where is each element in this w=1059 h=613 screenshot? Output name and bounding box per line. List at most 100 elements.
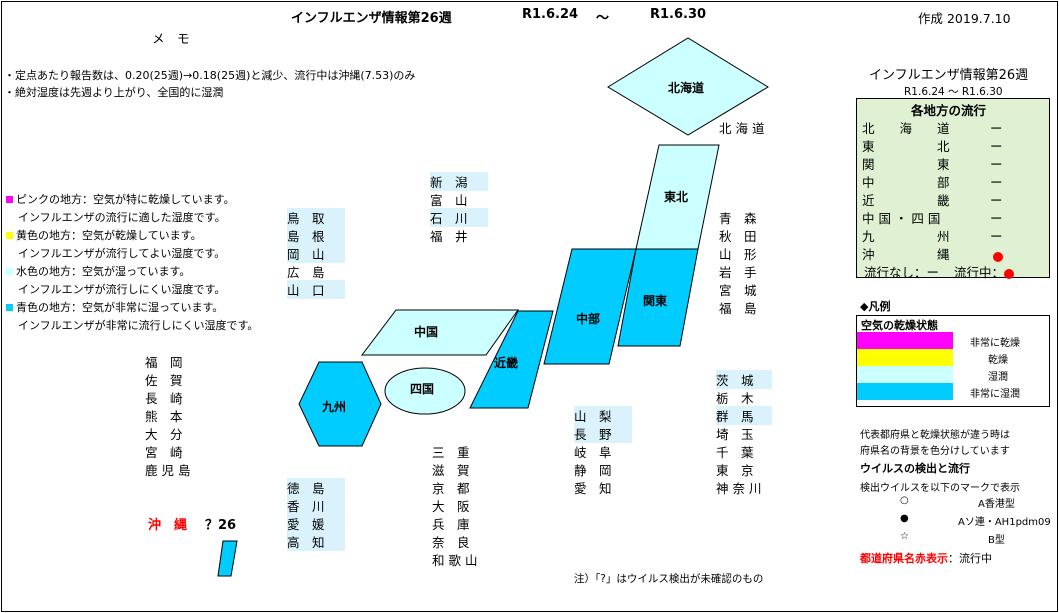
pref-name: 広 島 bbox=[287, 265, 325, 280]
legend-epidemic-label: 流行中： bbox=[954, 265, 1005, 280]
pref-name: 長 野 bbox=[574, 424, 632, 443]
dryness-label: 湿潤 bbox=[988, 372, 1008, 383]
region-status-value: ー bbox=[990, 211, 1003, 226]
legend-title: ◆凡例 bbox=[860, 300, 891, 313]
light-blue-swatch bbox=[6, 268, 13, 275]
blue-swatch bbox=[6, 304, 13, 311]
pref-name: 岩 手 bbox=[719, 265, 757, 280]
region-status-row: 中 国 ・ 四 国 bbox=[862, 211, 941, 226]
pref-name: 秋 田 bbox=[719, 229, 757, 244]
pref-name: 埼 玉 bbox=[716, 427, 754, 442]
okinawa-count: ？26 bbox=[205, 514, 236, 533]
pref-name: 長 崎 bbox=[145, 391, 183, 406]
pref-hokkaido: 北 海 道 bbox=[719, 121, 765, 136]
panel-range: R1.6.24 〜 R1.6.30 bbox=[904, 86, 1003, 98]
virus-note: 検出ウイルスを以下のマークで表示 bbox=[860, 483, 1020, 494]
red-name-legend: 都道府県名赤表示：流行中 bbox=[860, 550, 992, 566]
pref-name: 和 歌 山 bbox=[432, 553, 478, 568]
region-kyushu bbox=[298, 361, 382, 447]
date-from: R1.6.24 bbox=[522, 7, 579, 22]
dryness-legend-box bbox=[856, 315, 1050, 407]
region-shikoku bbox=[384, 367, 466, 415]
legend-text: 黄色の地方：空気が乾燥しています。 bbox=[16, 229, 202, 242]
legend-note: 代表都府県と乾燥状態が違う時は bbox=[860, 430, 1010, 441]
region-status-value: ー bbox=[990, 157, 1003, 172]
region-hokkaido bbox=[607, 37, 769, 136]
memo-line: ・定点あたり報告数は、0.20(25週)→0.18(25週)と減少、流行中は沖縄… bbox=[4, 69, 416, 82]
footnote: 注）「?」はウイルス検出が未確認のもの bbox=[574, 573, 764, 585]
pref-name: 滋 賀 bbox=[432, 463, 470, 478]
virus-mark: ☆ bbox=[900, 531, 909, 542]
pref-name: 青 森 bbox=[719, 211, 757, 226]
pref-name: 愛 媛 bbox=[287, 514, 345, 533]
pref-name: 京 都 bbox=[432, 481, 470, 496]
legend-epidemic: 流行中： bbox=[954, 262, 1015, 281]
region-status-value: ー bbox=[990, 139, 1003, 154]
region-status-row: 東 北 bbox=[862, 139, 950, 154]
pref-name: 大 分 bbox=[145, 427, 183, 442]
dryness-label: 非常に湿潤 bbox=[970, 389, 1020, 400]
pref-name: 石 川 bbox=[430, 208, 488, 227]
region-status-row: 近 畿 bbox=[862, 193, 950, 208]
okinawa-epidemic-dot bbox=[993, 246, 1003, 265]
legend-text: インフルエンザの流行に適した湿度です。 bbox=[18, 211, 226, 224]
dryness-swatch-yellow bbox=[857, 349, 953, 366]
pref-name: 岐 阜 bbox=[574, 445, 612, 460]
pref-name: 山 口 bbox=[287, 280, 345, 299]
pref-name: 茨 城 bbox=[716, 370, 772, 389]
pref-name: 山 梨 bbox=[574, 406, 632, 425]
memo-line: ・絶対湿度は先週より上がり、全国的に湿潤 bbox=[4, 86, 224, 99]
pref-name: 香 川 bbox=[287, 496, 345, 515]
pref-name: 東 京 bbox=[716, 463, 754, 478]
region-status-value: ー bbox=[990, 175, 1003, 190]
region-status-row: 沖 縄 bbox=[862, 247, 950, 262]
dryness-swatch-lightblue bbox=[857, 366, 953, 383]
pref-name: 鳥 取 bbox=[287, 208, 345, 227]
region-label-kyushu: 九州 bbox=[322, 400, 347, 414]
pref-name: 宮 崎 bbox=[145, 445, 183, 460]
legend-text: インフルエンザが非常に流行しにくい湿度です。 bbox=[18, 319, 259, 332]
legend-no-epidemic: 流行なし：ー bbox=[864, 265, 940, 280]
region-kinki bbox=[469, 310, 554, 409]
pref-name: 栃 木 bbox=[716, 391, 754, 406]
dryness-label: 乾燥 bbox=[988, 355, 1008, 366]
virus-title: ウイルスの検出と流行 bbox=[860, 462, 970, 475]
panel-title: インフルエンザ情報第26週 bbox=[869, 68, 1029, 83]
legend-text: 水色の地方：空気が湿っています。 bbox=[16, 265, 191, 278]
dryness-swatch-blue bbox=[857, 383, 953, 400]
region-status-row: 北 海 道 bbox=[862, 121, 950, 136]
pref-name: 熊 本 bbox=[145, 409, 183, 424]
region-chugoku bbox=[360, 309, 519, 356]
region-status-row: 関 東 bbox=[862, 157, 950, 172]
pref-name: 兵 庫 bbox=[432, 517, 470, 532]
region-status-row: 中 部 bbox=[862, 175, 950, 190]
pref-name: 山 形 bbox=[719, 247, 757, 262]
region-label-kanto: 関東 bbox=[643, 294, 668, 308]
memo-title: メ モ bbox=[152, 31, 190, 46]
okinawa-question-count: ？26 bbox=[205, 518, 237, 533]
pref-name: 群 馬 bbox=[716, 406, 772, 425]
region-status-value: ー bbox=[990, 193, 1003, 208]
epidemic-dot bbox=[1004, 268, 1015, 279]
region-label-chubu: 中部 bbox=[576, 312, 601, 326]
yellow-swatch bbox=[6, 232, 13, 239]
virus-mark: ● bbox=[900, 513, 909, 524]
pref-name: 福 岡 bbox=[145, 355, 183, 370]
virus-mark-label: B型 bbox=[988, 535, 1005, 546]
virus-mark-label: Aソ連・AH1pdm09 bbox=[958, 517, 1051, 528]
region-label-tohoku: 東北 bbox=[664, 190, 689, 204]
magenta-swatch bbox=[6, 196, 13, 203]
region-label-chugoku: 中国 bbox=[414, 325, 439, 339]
date-tilde: 〜 bbox=[596, 11, 610, 26]
region-label-shikoku: 四国 bbox=[410, 382, 435, 396]
pref-name: 三 重 bbox=[432, 445, 470, 460]
region-okinawa bbox=[217, 540, 238, 577]
region-status-row: 九 州 bbox=[862, 229, 950, 244]
region-status-title: 各地方の流行 bbox=[911, 103, 987, 118]
region-label-hokkaido: 北海道 bbox=[668, 81, 705, 95]
pref-name: 高 知 bbox=[287, 532, 345, 551]
region-status-value: ー bbox=[990, 121, 1003, 136]
pref-name: 神 奈 川 bbox=[716, 481, 762, 496]
